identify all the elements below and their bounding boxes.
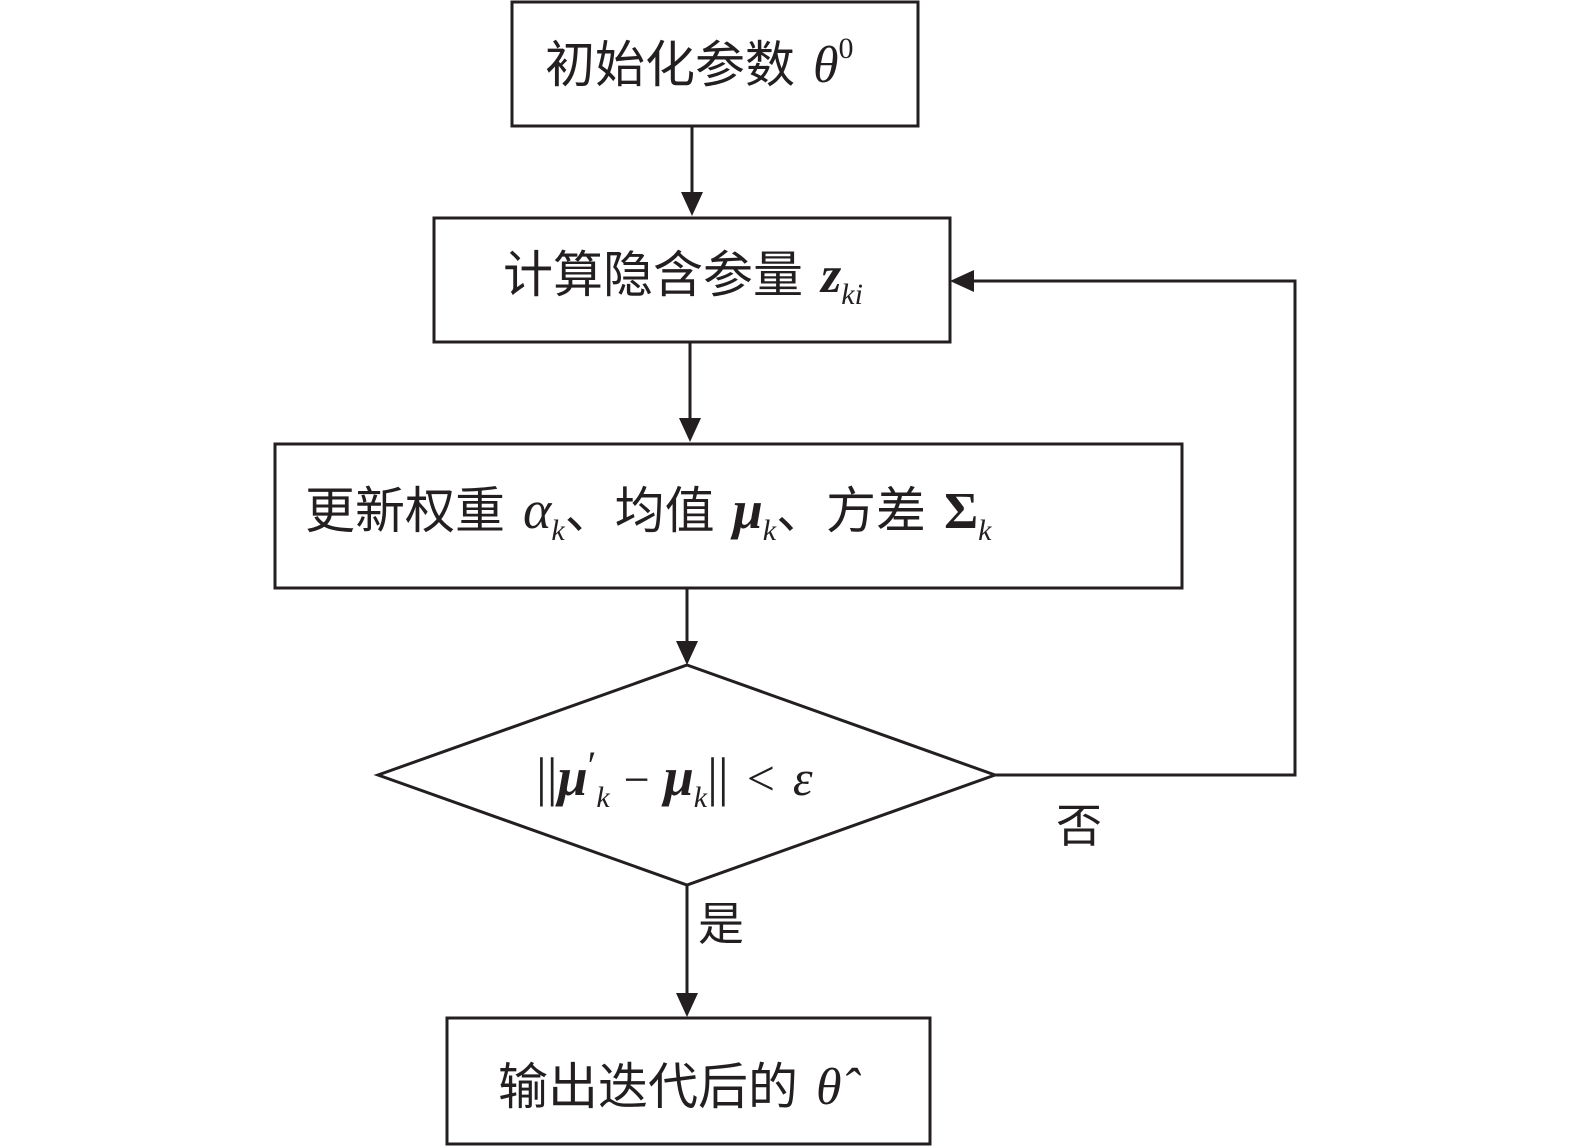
edge-label-yes: 是	[698, 897, 744, 951]
node-update-box	[273, 442, 1184, 590]
edge-check-loop-back	[974, 279, 1297, 777]
node-compute-label: 计算隐含参量 zki	[503, 246, 863, 311]
mu-check-subscript: k	[694, 781, 708, 814]
mu-prime-subscript: k	[596, 781, 610, 814]
output-text: 输出迭代后的	[498, 1058, 798, 1116]
mu-symbol: μ	[730, 480, 763, 540]
alpha-symbol: α	[523, 480, 553, 540]
epsilon-symbol: ε	[793, 750, 813, 806]
node-check-label: ||μ′k−μk||<ε	[536, 743, 813, 814]
node-compute-box	[432, 216, 952, 344]
theta-symbol: θ	[813, 37, 839, 94]
node-init-label: 初始化参数 θ0	[545, 32, 854, 94]
arrowhead-check	[676, 641, 698, 665]
arrowhead-compute	[681, 192, 703, 216]
mu-subscript: k	[763, 514, 777, 547]
theta-superscript: 0	[839, 32, 854, 65]
norm-bar-left: ||	[536, 747, 558, 807]
z-subscript: ki	[841, 278, 863, 311]
sigma-symbol: Σ	[944, 483, 978, 540]
node-init-box	[510, 0, 920, 128]
edge-label-no: 否	[1056, 799, 1102, 853]
node-check: ||μ′k−μk||<ε	[373, 663, 1000, 887]
mu-symbol-check: μ	[661, 747, 694, 807]
sigma-subscript: k	[978, 514, 992, 547]
mu-prime-symbol: μ	[555, 747, 588, 807]
node-compute: 计算隐含参量 zki	[432, 216, 952, 344]
arrowhead-loop	[950, 270, 974, 292]
node-check-diamond	[373, 663, 1000, 887]
init-text: 初始化参数	[545, 36, 795, 94]
edges	[676, 126, 1297, 1017]
minus-sign: −	[624, 754, 650, 805]
alpha-subscript: k	[551, 514, 565, 547]
norm-bar-right: ||	[707, 747, 729, 807]
update-weight-text: 更新权重	[305, 482, 505, 540]
less-than: <	[747, 750, 775, 806]
update-mean-text: 、均值	[565, 482, 715, 540]
compute-text: 计算隐含参量	[503, 246, 803, 304]
node-init: 初始化参数 θ0	[510, 0, 920, 128]
prime-mark: ′	[588, 743, 597, 788]
arrowhead-output	[676, 993, 698, 1017]
node-output-box	[445, 1016, 932, 1146]
arrowhead-update	[679, 418, 701, 442]
z-symbol: z	[819, 247, 842, 304]
update-cov-text: 、方差	[776, 482, 926, 540]
